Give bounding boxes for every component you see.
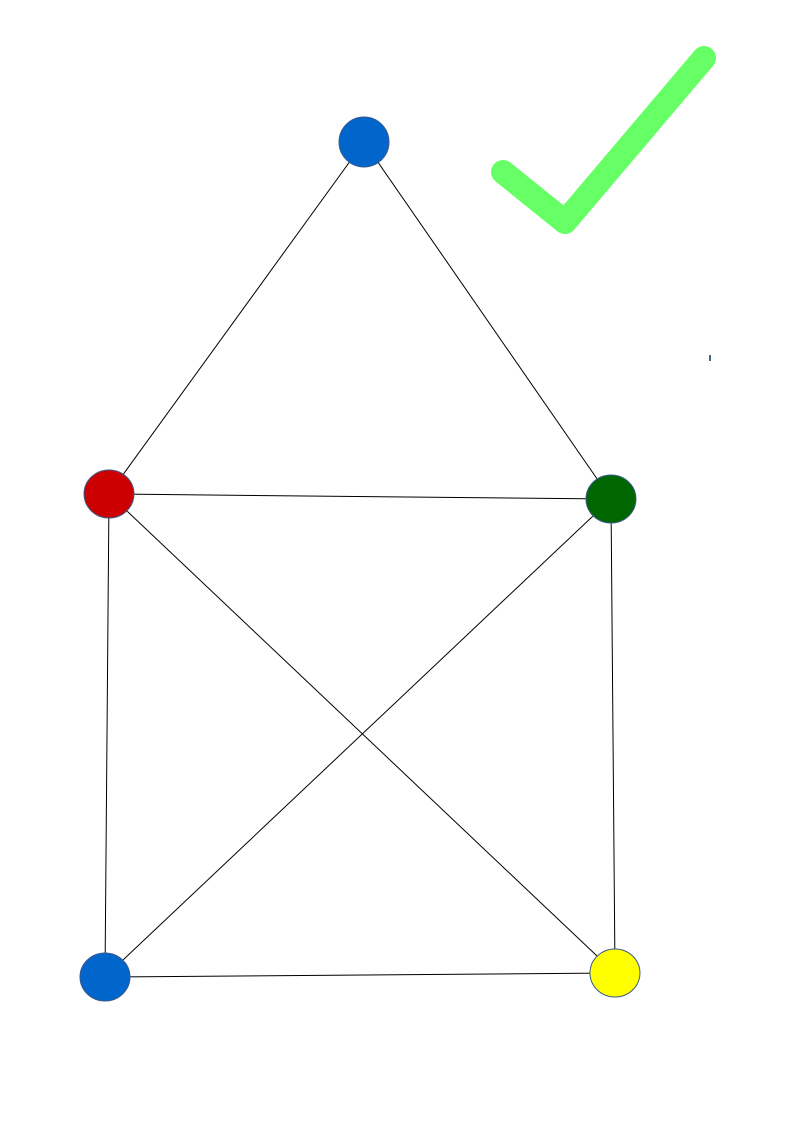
stray-mark (709, 355, 711, 361)
node-bottom-right (589, 948, 641, 998)
graph-edges (104, 141, 616, 978)
edge-bottom-left-bottom-right (104, 972, 616, 978)
edge-mid-right-bottom-right (610, 498, 616, 974)
graph-nodes (79, 116, 641, 1002)
node-top (338, 116, 390, 168)
node-mid-right (585, 474, 637, 524)
node-mid-left (83, 469, 135, 519)
edge-mid-left-mid-right (108, 493, 612, 500)
edge-mid-right-bottom-left (104, 498, 612, 978)
edge-top-mid-left (108, 141, 365, 495)
edge-mid-left-bottom-left (104, 493, 110, 978)
edge-mid-left-bottom-right (108, 493, 616, 974)
node-bottom-left (79, 952, 131, 1002)
edge-top-mid-right (363, 141, 612, 500)
checkmark-icon (491, 46, 716, 234)
